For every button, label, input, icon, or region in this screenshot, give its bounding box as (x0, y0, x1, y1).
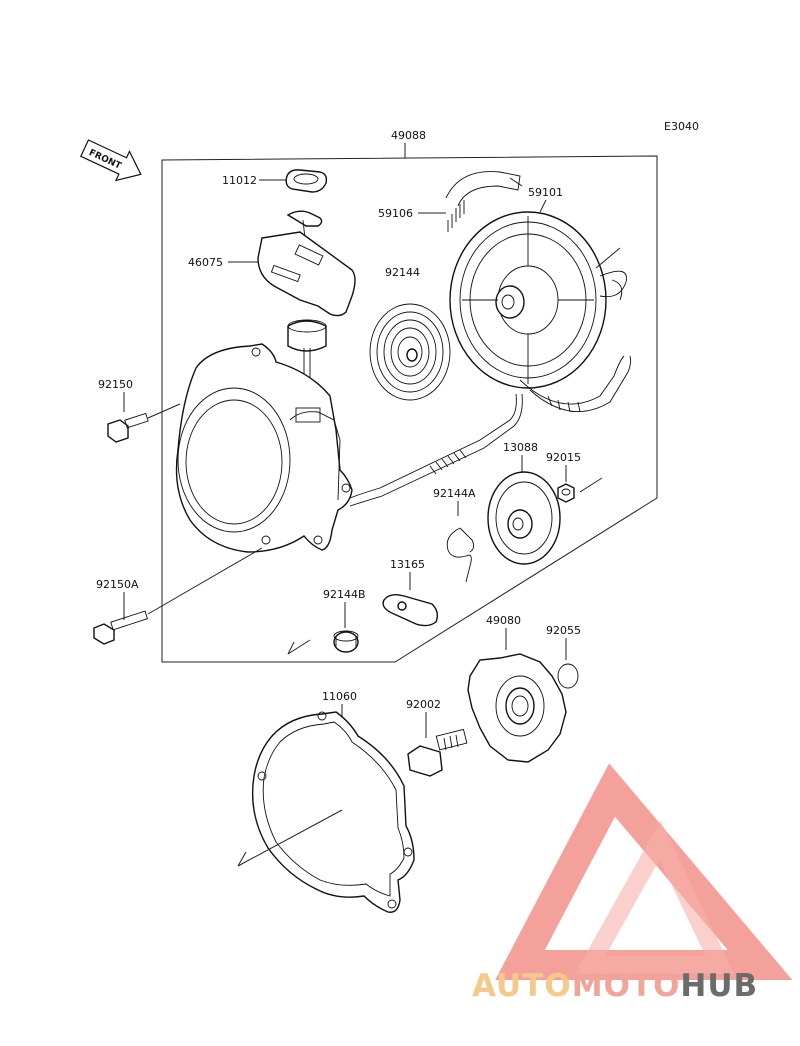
assembly-outline (161, 155, 658, 663)
label-92150A: 92150A (96, 578, 139, 591)
label-11012: 11012 (222, 174, 257, 187)
bolt-92002 (407, 728, 468, 777)
logo-text-hub: HUB (680, 968, 758, 1004)
cap-11012 (285, 169, 328, 193)
drive-pulley-49080 (467, 653, 567, 763)
diagram-code: E3040 (664, 120, 699, 133)
automotohub-logo: AUTOMOTOHUB (472, 763, 793, 1004)
label-92015: 92015 (546, 451, 581, 464)
spring-92144B (333, 630, 359, 653)
label-49080: 49080 (486, 614, 521, 627)
svg-text:AUTOMOTOHUB: AUTOMOTOHUB (472, 968, 758, 1004)
spring-clip-92144A (446, 527, 475, 583)
o-ring-92055 (557, 663, 579, 689)
starter-housing (175, 343, 353, 553)
label-92002: 92002 (406, 698, 441, 711)
label-92144: 92144 (385, 266, 420, 279)
label-92150: 92150 (98, 378, 133, 391)
label-92055: 92055 (546, 624, 581, 637)
label-13165: 13165 (390, 558, 425, 571)
label-49088: 49088 (391, 129, 426, 142)
logo-text-auto: AUTO (472, 968, 572, 1004)
recoil-pulley-59101 (445, 171, 632, 413)
label-92144B: 92144B (323, 588, 366, 601)
spiral-spring-92144 (369, 303, 451, 401)
pawl-13165 (382, 593, 439, 627)
ratchet-plate-13088 (487, 471, 561, 565)
gasket-11060 (251, 711, 415, 913)
label-46075: 46075 (188, 256, 223, 269)
label-59106: 59106 (378, 207, 413, 220)
front-arrow-icon: FRONT (80, 139, 142, 182)
logo-text-moto: MOTO (572, 968, 681, 1004)
label-11060: 11060 (322, 690, 357, 703)
bolt-92150 (107, 403, 181, 443)
nut-92015 (557, 477, 603, 503)
label-13088: 13088 (503, 441, 538, 454)
label-92144A: 92144A (433, 487, 476, 500)
label-59101: 59101 (528, 186, 563, 199)
bolt-92150A (93, 547, 263, 645)
